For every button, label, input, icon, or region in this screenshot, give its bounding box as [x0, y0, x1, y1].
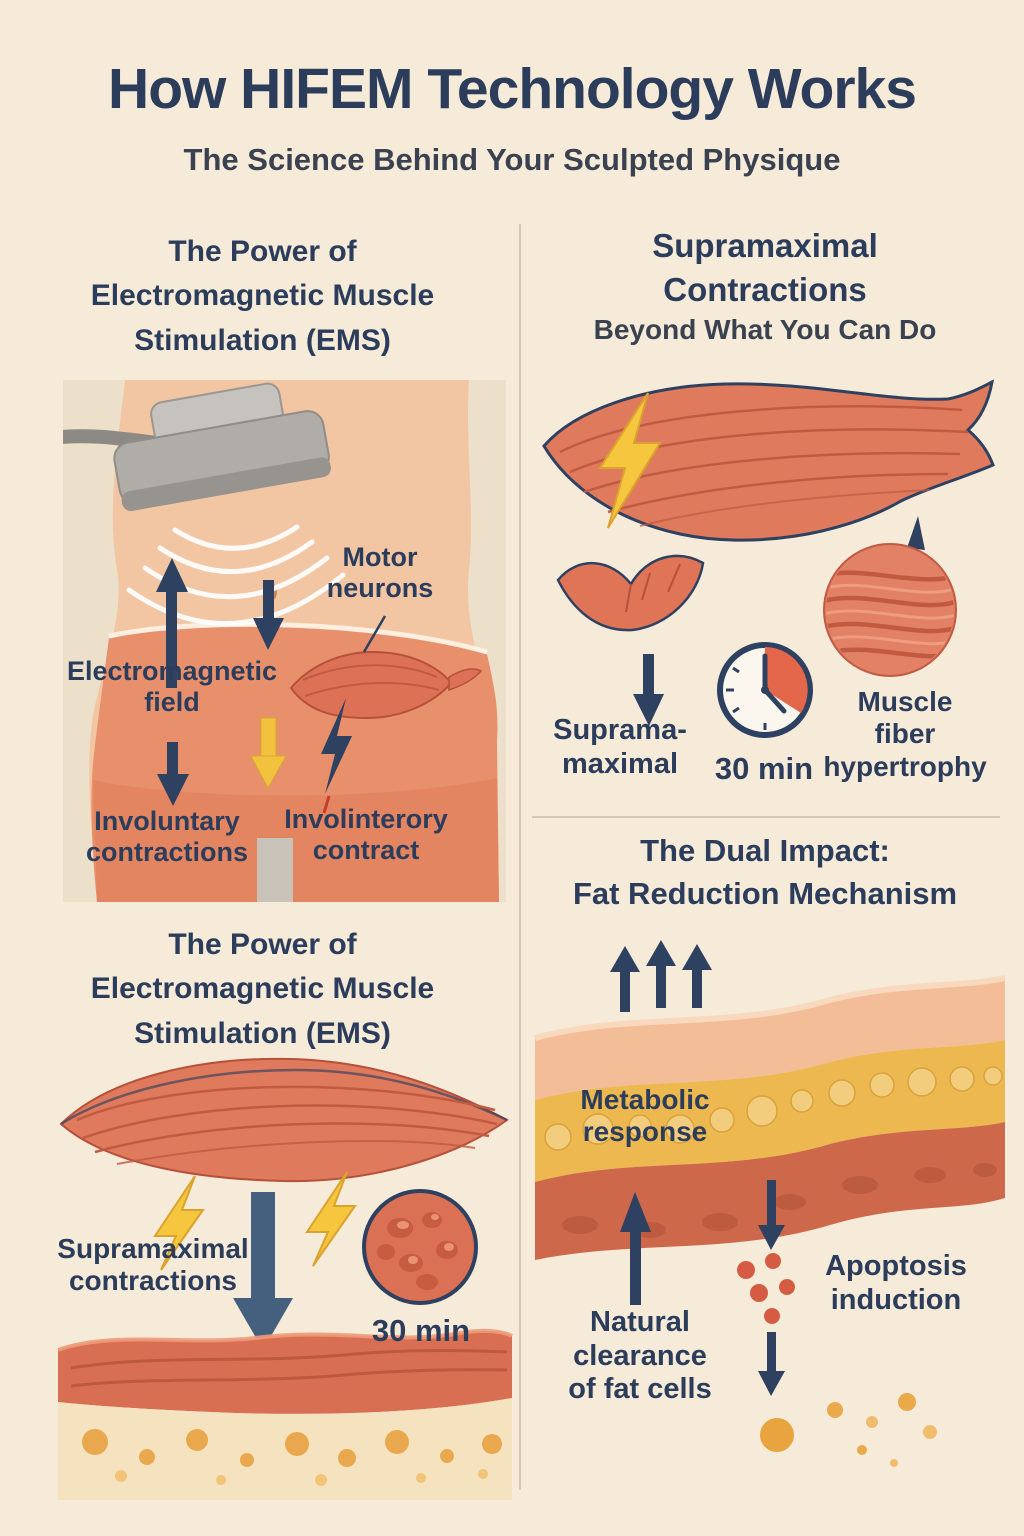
- down-arrow-icon: [633, 654, 664, 726]
- up-arrow-icon: [156, 558, 188, 688]
- up-arrow-icons: [610, 940, 712, 1012]
- supramaximal-contractions-label: Supramaximal contractions: [57, 1233, 249, 1297]
- down-arrow-icon: [157, 742, 189, 806]
- large-muscle: [59, 1057, 509, 1183]
- muscle-spindle: [289, 650, 483, 720]
- ems-torso-illustration: [63, 380, 506, 902]
- page-title: How HIFEM Technology Works: [108, 57, 917, 121]
- duration-label: 30 min: [371, 1313, 471, 1348]
- page-subtitle: The Science Behind Your Sculpted Physiqu…: [183, 142, 841, 177]
- skin-layer: [534, 975, 1006, 1100]
- fat-reduction-illustration: [534, 940, 1006, 1467]
- motor-neuron-pointer-line: [362, 615, 387, 653]
- hypertrophy-label: Muscle fiber hypertrophy: [823, 686, 987, 782]
- electromagnetic-field-label: Electromagnetic field: [66, 656, 278, 718]
- involuntary-contract-label: Involinterory contract: [284, 804, 448, 866]
- section-title-ems-bottom: The Power of Electromagnetic Muscle Stim…: [90, 928, 435, 1050]
- up-arrow-icon: [620, 1192, 651, 1305]
- supramaximal-label: Suprama- maximal: [553, 714, 687, 780]
- supramaximal-illustration: [542, 379, 995, 738]
- impulse-mark: [322, 795, 331, 814]
- tissue-layers: [57, 1328, 513, 1500]
- lightning-bolt-icon: [598, 392, 662, 529]
- muscle-fiber-inset: [823, 516, 957, 677]
- large-down-arrow-icon: [233, 1192, 293, 1350]
- duration-label: 30 min: [714, 751, 814, 786]
- fat-particle-dots: [760, 1393, 937, 1467]
- thigh-gap: [257, 838, 293, 902]
- applicator-device-icon: [63, 382, 331, 511]
- fat-layer: [535, 1040, 1005, 1182]
- section-subtitle-supramaximal: Beyond What You Can Do: [593, 314, 937, 345]
- clock-icon: [717, 642, 813, 738]
- waistband-line: [108, 621, 488, 655]
- contracted-muscle: [556, 554, 705, 632]
- section-title-supramaximal: Supramaximal Contractions: [652, 227, 878, 308]
- down-arrow-icon: [758, 1332, 785, 1396]
- lightning-bolt-icon: [305, 1171, 357, 1267]
- involuntary-contractions-label: Involuntary contractions: [85, 806, 249, 868]
- motor-neurons-label: Motor neurons: [326, 542, 434, 604]
- lightning-bolt-icon: [153, 1175, 205, 1271]
- fat-cell-debris-dots: [737, 1253, 795, 1324]
- horizontal-divider: [532, 816, 1000, 818]
- vertical-divider: [519, 224, 521, 1490]
- down-arrow-icon: [758, 1180, 785, 1250]
- metabolic-response-label: Metabolic response: [580, 1084, 710, 1148]
- section-title-ems-top: The Power of Electromagnetic Muscle Stim…: [90, 235, 435, 357]
- lightning-bolt-icon: [321, 698, 352, 794]
- yellow-down-arrow-icon: [250, 717, 287, 790]
- natural-clearance-label: Natural clearance of fat cells: [568, 1306, 712, 1406]
- apoptosis-induction-label: Apoptosis induction: [825, 1250, 967, 1316]
- thigh-shading: [93, 778, 499, 902]
- down-arrow-icon: [253, 580, 284, 650]
- fat-cells-inset: [362, 1189, 478, 1305]
- ems-contraction-illustration: [57, 1057, 513, 1500]
- section-title-dual-impact: The Dual Impact: Fat Reduction Mechanism: [572, 833, 958, 911]
